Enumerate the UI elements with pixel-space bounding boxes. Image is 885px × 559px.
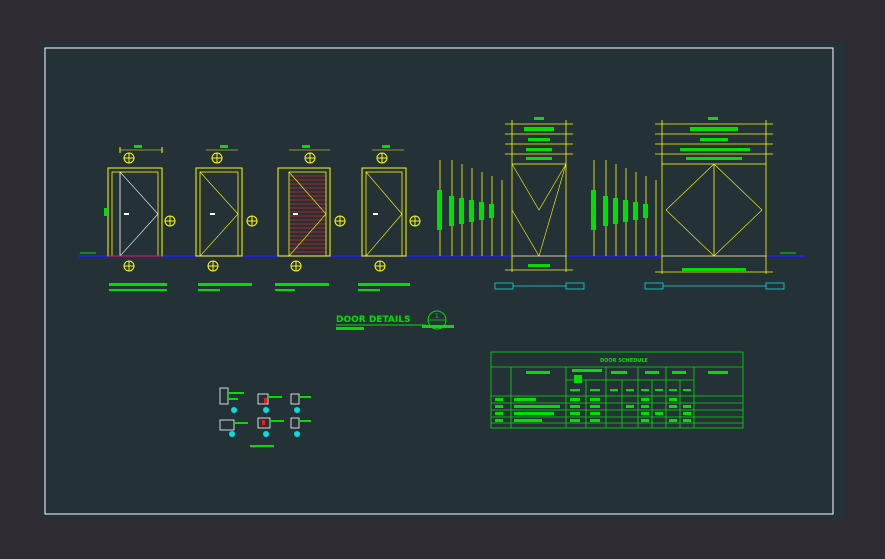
door-2-label-bar-2 bbox=[198, 289, 220, 291]
title-sub-bar bbox=[336, 327, 364, 330]
drawing-sheet bbox=[40, 41, 845, 519]
door-tag-icon bbox=[123, 152, 135, 164]
door-4-label-bar bbox=[358, 283, 410, 286]
section-marker-icon bbox=[164, 215, 176, 227]
section-marker-icon bbox=[409, 215, 421, 227]
scale-bar bbox=[422, 325, 454, 328]
section-marker-icon bbox=[334, 215, 346, 227]
door-tag-icon bbox=[304, 152, 316, 164]
detail-number: 1 bbox=[435, 313, 439, 320]
double-door-1-annotations bbox=[437, 117, 554, 267]
section-marker-icon bbox=[207, 260, 219, 272]
door-3-hatch bbox=[289, 175, 326, 253]
section-marker-icon bbox=[290, 260, 302, 272]
schedule-row-bars bbox=[495, 398, 691, 422]
door-elevation-4 bbox=[361, 145, 407, 257]
detail-number-icon: 1 bbox=[427, 310, 447, 330]
door-1-label-bar-2 bbox=[109, 289, 167, 291]
door-elevation-3 bbox=[277, 145, 331, 257]
schedule-title: DOOR SCHEDULE bbox=[600, 358, 649, 364]
door-4-label-bar-2 bbox=[358, 289, 380, 291]
door-tag-icon bbox=[211, 152, 223, 164]
sheet-border bbox=[44, 47, 834, 515]
double-door-2-section bbox=[644, 282, 785, 290]
section-marker-icon bbox=[246, 215, 258, 227]
double-door-1-section bbox=[494, 282, 585, 290]
drawing-title: DOOR DETAILS bbox=[336, 315, 410, 325]
door-tag-icon bbox=[376, 152, 388, 164]
double-door-2-annotations bbox=[591, 117, 750, 271]
schedule-header-bars bbox=[526, 369, 728, 391]
door-elevation-1 bbox=[104, 145, 163, 257]
door-3-label-bar bbox=[275, 283, 329, 286]
door-schedule-table bbox=[490, 351, 744, 429]
door-2-label-bar bbox=[198, 283, 252, 286]
door-elevation-2 bbox=[195, 145, 243, 257]
door-3-label-bar-2 bbox=[275, 289, 295, 291]
door-1-label-bar bbox=[109, 283, 167, 286]
section-marker-icon bbox=[374, 260, 386, 272]
section-details bbox=[219, 387, 311, 447]
section-marker-icon bbox=[123, 260, 135, 272]
